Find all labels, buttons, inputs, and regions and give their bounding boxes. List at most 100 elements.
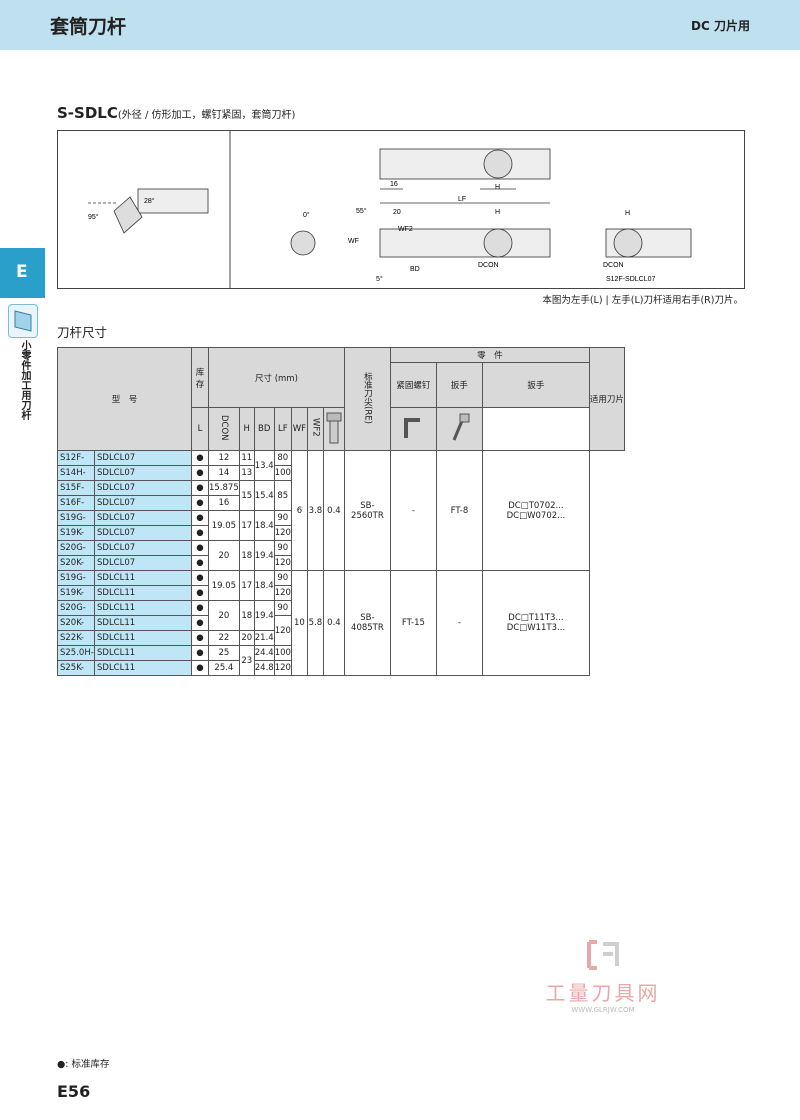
table-cell: 19.4 (253, 540, 275, 571)
page-number: E56 (57, 1082, 91, 1101)
table-cell: 25.4 (208, 660, 240, 676)
table-cell: 10 (290, 570, 308, 676)
table-cell: 120 (273, 585, 292, 601)
table-cell: 18.4 (253, 570, 275, 601)
table-cell: 19.4 (253, 600, 275, 631)
t-wrench-icon (435, 407, 483, 451)
model-cell: SDLCL11 (94, 585, 192, 601)
model-cell: SDLCL07 (94, 555, 192, 571)
table-cell: 24.4 (253, 645, 275, 661)
table-cell: 20 (208, 540, 240, 571)
drawing-label: 20 (393, 209, 401, 216)
table-row: S16F-SDLCL07 ● 16 (57, 495, 625, 511)
drawing-label: 95° (88, 213, 99, 221)
table-cell: ● (191, 585, 209, 601)
model-cell: SDLCL07 (94, 495, 192, 511)
insert-code: DC□W0702... (506, 510, 566, 521)
table-row: S20K-SDLCL07 ● 120 (57, 555, 625, 571)
col-wf2: WF2 (306, 407, 324, 451)
table-row: S19G-SDLCL11 ● 19.05 17 18.4 90 10 5.8 0… (57, 570, 625, 676)
drawing-label: 16 (390, 181, 398, 188)
watermark: 工量刀具网 WWW.GLRJW.COM (538, 940, 668, 1014)
model-cell: S20G- (57, 600, 95, 616)
drawing-label: 0° (303, 211, 310, 219)
model-cell: S25.0H- (57, 645, 95, 661)
table-cell: ● (191, 480, 209, 496)
drawing-label: DCON (478, 262, 499, 269)
table-row: S20G-SDLCL07 ● 20 18 19.4 90 (57, 540, 625, 571)
table-cell: 19.05 (208, 570, 240, 601)
table-cell: 16 (208, 495, 240, 511)
model-cell: S25K- (57, 660, 95, 676)
model-cell: SDLCL11 (94, 645, 192, 661)
model-cell: SDLCL07 (94, 540, 192, 556)
drawing-label: 5° (376, 275, 383, 283)
table-cell: ● (191, 525, 209, 541)
table-cell: 5.8 (306, 570, 324, 676)
table-cell: FT-15 (389, 570, 437, 676)
drawing-label: S12F-SDLCL07 (606, 276, 656, 283)
table-cell: 21.4 (253, 630, 275, 646)
table-cell: ● (191, 510, 209, 526)
model-cell: SDLCL11 (94, 660, 192, 676)
table-cell: 120 (273, 660, 292, 676)
table-cell: 14 (208, 465, 240, 481)
legend: ●: 标准库存 (57, 1059, 110, 1070)
screw-header: 紧固螺钉 (389, 362, 437, 408)
table-cell: 90 (273, 570, 292, 586)
section-title: S-SDLC(外径 / 仿形加工，螺钉紧固，套筒刀杆) (57, 104, 295, 122)
model-cell: S20K- (57, 615, 95, 631)
table-row: S19G-SDLCL07 ● 19.05 17 18.4 90 (57, 510, 625, 541)
table-cell: 90 (273, 600, 292, 616)
drawing-label: H (625, 210, 630, 217)
model-cell: SDLCL11 (94, 615, 192, 631)
table-cell: 6 (290, 450, 308, 571)
table-cell: ● (191, 660, 209, 676)
col-dcon: DCON (208, 407, 240, 451)
table-cell: 0.4 (322, 450, 345, 571)
model-cell: S19K- (57, 525, 95, 541)
table-cell: ● (191, 540, 209, 556)
product-code: S-SDLC (57, 104, 118, 122)
col-l: L (191, 407, 209, 451)
wrench2-header: 扳手 (481, 362, 590, 408)
model-cell: S19K- (57, 585, 95, 601)
chapter-tab[interactable]: E (0, 248, 45, 298)
table-cell: 15.4 (253, 480, 275, 511)
table-cell: ● (191, 615, 209, 631)
model-cell: SDLCL07 (94, 510, 192, 526)
page-title: 套筒刀杆 (50, 16, 127, 38)
table-cell: ● (191, 495, 209, 511)
table-cell: - (435, 570, 483, 676)
drawing-svg: 28° 95° 16 H LF 55° 20 H WF2 WF BD DCON … (88, 131, 692, 288)
col-bd: BD (253, 407, 275, 451)
re-header: 标准刀尖(RE) (343, 347, 391, 451)
table-cell: 13.4 (253, 450, 275, 481)
table-cell: 24.8 (253, 660, 275, 676)
chapter-letter: E (16, 262, 28, 282)
table-cell: 11 (238, 450, 255, 466)
table-cell: SB-2560TR (343, 450, 391, 571)
table-cell: 18 (238, 600, 255, 631)
drawing-caption: 本图为左手(L) | 左手(L)刀杆适用右手(R)刀片。 (542, 295, 743, 306)
table-cell: ● (191, 645, 209, 661)
table-cell: ● (191, 465, 209, 481)
table-cell: 13 (238, 465, 255, 481)
table-cell: ● (191, 450, 209, 466)
table-cell: ● (191, 555, 209, 571)
screw-icon (322, 407, 345, 451)
drawing-label: LF (458, 196, 466, 203)
page-header: 套筒刀杆 DC 刀片用 (0, 0, 800, 50)
insert-code: DC□T0702... (508, 500, 564, 511)
table-cell: ● (191, 630, 209, 646)
model-cell: SDLCL07 (94, 525, 192, 541)
table-row: S25K-SDLCL11 ● 25.4 24.8 120 (57, 660, 625, 676)
table-row: S19K-SDLCL11 ● 120 (57, 585, 625, 601)
drawing-label: DCON (603, 262, 624, 269)
model-cell: S20G- (57, 540, 95, 556)
drawing-label: 55° (356, 207, 367, 215)
table-cell: 3.8 (306, 450, 324, 571)
table-cell: 85 (273, 480, 292, 511)
table-cell: 80 (273, 450, 292, 466)
